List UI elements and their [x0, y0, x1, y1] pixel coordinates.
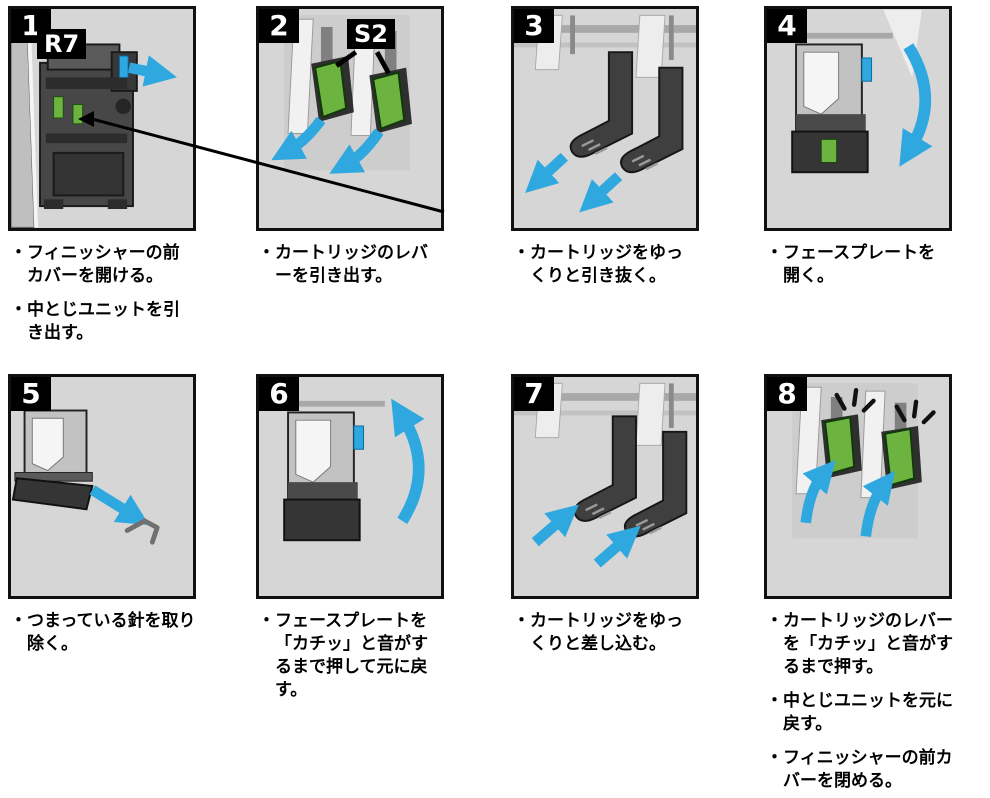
step-6-captions: ・フェースプレートを「カチッ」と音がするまで押して元に戻す。: [258, 610, 444, 713]
step-6-panel: 6: [256, 374, 444, 599]
part-label-r7: R7: [37, 29, 87, 60]
step-number-badge: 2: [259, 9, 299, 43]
step-number-badge: 3: [514, 9, 554, 43]
step-8-illustration: [792, 383, 936, 539]
caption-line: ・カートリッジをゆっくりと差し込む。: [513, 611, 683, 654]
step-3-illustration: [514, 14, 696, 213]
blue-arrow-icon: [579, 172, 623, 213]
step-8-panel: 8: [764, 374, 952, 599]
jammed-staple: [124, 518, 160, 545]
step-3-captions: ・カートリッジをゆっくりと引き抜く。: [513, 242, 699, 299]
staple-cartridge: [569, 51, 634, 158]
step-7-illustration: [514, 382, 696, 568]
step-number-badge: 4: [767, 9, 807, 43]
part-label-s2: S2: [347, 19, 395, 50]
green-levers: [314, 59, 406, 130]
pointer-lines: [335, 50, 391, 75]
staple-cartridge: [11, 409, 94, 511]
blue-arrow-icon: [593, 525, 641, 568]
caption-line: ・カートリッジをゆっくりと引き抜く。: [513, 243, 683, 286]
step-2-captions: ・カートリッジのレバーを引き出す。: [258, 242, 444, 299]
staple-cartridge: [283, 411, 365, 542]
step-1-captions: ・フィニッシャーの前カバーを開ける。 ・中とじユニットを引き出す。: [10, 242, 196, 356]
step-number-badge: 5: [11, 377, 51, 411]
step-3-panel: 3: [511, 6, 699, 231]
step-5-panel: 5: [8, 374, 196, 599]
blue-arrow-icon: [531, 504, 579, 547]
step-5-captions: ・つまっている針を取り除く。: [10, 610, 196, 667]
blue-arrow-icon: [391, 398, 425, 524]
caption-line: ・フェースプレートを「カチッ」と音がするまで押して元に戻す。: [258, 611, 428, 700]
blue-arrow-icon: [89, 485, 150, 526]
face-plate: [11, 477, 94, 511]
staple-cartridge: [791, 43, 873, 174]
step-8-captions: ・カートリッジのレバーを「カチッ」と音がするまで押す。 ・中とじユニットを元に戻…: [766, 610, 966, 798]
step-4-captions: ・フェースプレートを開く。: [766, 242, 952, 299]
click-marks: [834, 387, 936, 425]
staple-cartridge: [620, 66, 684, 174]
step-6-illustration: [268, 398, 425, 542]
step-1-panel: 1 R7: [8, 6, 196, 231]
step-number-badge: 6: [259, 377, 299, 411]
machine-background: [268, 400, 385, 407]
step-7-captions: ・カートリッジをゆっくりと差し込む。: [513, 610, 699, 667]
step-2-panel: 2 S2: [256, 6, 444, 231]
step-7-panel: 7: [511, 374, 699, 599]
caption-line: ・つまっている針を取り除く。: [10, 611, 196, 654]
blue-arrow-icon: [525, 152, 568, 193]
blue-handle: [118, 55, 129, 78]
face-plate: [283, 498, 361, 542]
caption-line: ・カートリッジのレバーを「カチッ」と音がするまで押す。: [766, 611, 953, 677]
staple-cartridge: [573, 415, 637, 522]
blue-arrow-icon: [899, 43, 933, 167]
caption-line: ・カートリッジのレバーを引き出す。: [258, 243, 428, 286]
step-5-illustration: [11, 409, 160, 545]
step-4-panel: 4: [764, 6, 952, 231]
blue-arrow-icon: [860, 470, 895, 538]
step-number-badge: 8: [767, 377, 807, 411]
caption-line: ・中とじユニットを元に戻す。: [766, 690, 953, 734]
caption-line: ・中とじユニットを引き出す。: [10, 299, 180, 343]
caption-line: ・フィニッシャーの前カバーを閉める。: [766, 747, 953, 791]
caption-line: ・フェースプレートを開く。: [766, 243, 936, 286]
blue-arrow-icon: [800, 459, 836, 524]
caption-line: ・フィニッシャーの前カバーを開ける。: [10, 243, 180, 286]
blue-arrow-icon: [128, 55, 177, 87]
step-number-badge: 7: [514, 377, 554, 411]
step-4-illustration: [776, 9, 933, 174]
